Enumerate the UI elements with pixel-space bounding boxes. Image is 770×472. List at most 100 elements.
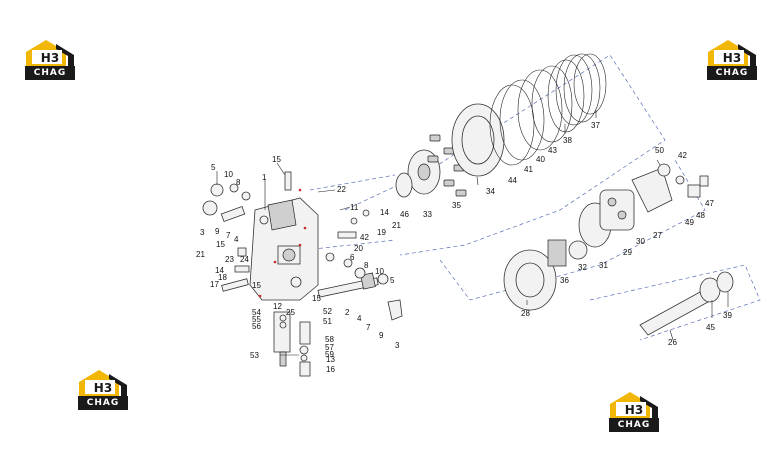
callout-3b: 3 [395,341,400,350]
callout-6: 6 [350,253,355,262]
callout-12: 12 [273,302,282,311]
callout-24: 24 [240,255,249,264]
callout-19: 19 [377,228,386,237]
callout-7: 7 [226,231,231,240]
callout-35: 35 [452,201,461,210]
callout-38: 38 [563,136,572,145]
logo-text: CHAG [707,66,757,80]
callout-15d: 15 [312,294,321,303]
callout-18: 18 [218,273,227,282]
callout-42a: 42 [678,151,687,160]
logo-letters: H3 [624,403,644,417]
callout-9: 9 [215,227,220,236]
callout-16: 16 [326,365,335,374]
callout-5: 5 [211,163,216,172]
callout-14: 14 [215,266,224,275]
callout-53: 53 [250,351,259,360]
callout-36: 36 [560,276,569,285]
callout-58: 58 [325,335,334,344]
callout-43: 43 [548,146,557,155]
drive-shaft [639,271,734,336]
callout-54: 54 [252,308,261,317]
callout-49: 49 [685,218,694,227]
logo-top-left: H3 CHAG [22,38,78,86]
callout-5b: 5 [390,276,395,285]
callout-34: 34 [486,187,495,196]
leader-lines [216,110,729,356]
callout-2: 2 [345,308,350,317]
callout-52: 52 [323,307,332,316]
callout-4: 4 [234,235,239,244]
callout-41: 41 [524,165,533,174]
callout-55: 55 [252,315,261,324]
left-spool-components [202,183,251,292]
logo-house-icon [26,40,74,66]
callout-17: 17 [210,280,219,289]
callout-50: 50 [655,146,664,155]
callout-32: 32 [578,263,587,272]
callout-7b: 7 [366,323,371,332]
relief-valve-stack [273,311,311,377]
callout-56: 56 [252,322,261,331]
callout-59: 59 [325,350,334,359]
callout-37: 37 [591,121,600,130]
callout-15c: 15 [252,281,261,290]
callout-9b: 9 [379,331,384,340]
callout-8: 8 [236,178,241,187]
logo-house-icon [708,40,756,66]
callout-8b: 8 [364,261,369,270]
callout-31: 31 [599,261,608,270]
logo-bottom-right: H3 CHAG [606,390,662,438]
callout-10: 10 [224,170,233,179]
callout-14b: 14 [380,208,389,217]
callout-42b: 42 [360,233,369,242]
callout-4b: 4 [357,314,362,323]
callout-21b: 21 [392,221,401,230]
callout-30: 30 [636,237,645,246]
right-spool-components [317,209,403,321]
callout-10b: 10 [375,267,384,276]
callout-15b: 15 [216,240,225,249]
callout-47: 47 [705,199,714,208]
callout-13: 13 [326,355,335,364]
logo-letters: H3 [93,381,113,395]
logo-house-icon [610,392,658,418]
logo-text: CHAG [609,418,659,432]
callout-21a: 21 [196,250,205,259]
callout-33: 33 [423,210,432,219]
callout-46: 46 [400,210,409,219]
brake-housing-rings [451,53,607,177]
callout-39: 39 [723,311,732,320]
callout-23: 23 [225,255,234,264]
callout-51: 51 [323,317,332,326]
logo-letters: H3 [40,51,60,65]
logo-text: CHAG [25,66,75,80]
callout-27: 27 [653,231,662,240]
callout-dots [258,188,307,298]
port-plate [395,134,467,198]
callout-26: 26 [668,338,677,347]
cylinder-block-group [503,163,709,311]
callout-57: 57 [325,343,334,352]
callout-22: 22 [337,185,346,194]
callout-1: 1 [262,173,267,182]
logo-letters: H3 [722,51,742,65]
callout-3: 3 [200,228,205,237]
callout-45: 45 [706,323,715,332]
callout-25: 25 [286,308,295,317]
callout-labels: 1 2 3 3 4 4 5 5 6 7 7 8 8 9 9 10 10 11 1… [196,121,732,374]
callout-48: 48 [696,211,705,220]
logo-text: CHAG [78,396,128,410]
callout-44: 44 [508,176,517,185]
callout-15a: 15 [272,155,281,164]
callout-40: 40 [536,155,545,164]
logo-top-right: H3 CHAG [704,38,760,86]
callout-20: 20 [354,244,363,253]
logo-bottom-left: H3 CHAG [75,368,131,416]
logo-house-icon [79,370,127,396]
valve-body [249,171,319,301]
callout-29: 29 [623,248,632,257]
callout-28: 28 [521,309,530,318]
